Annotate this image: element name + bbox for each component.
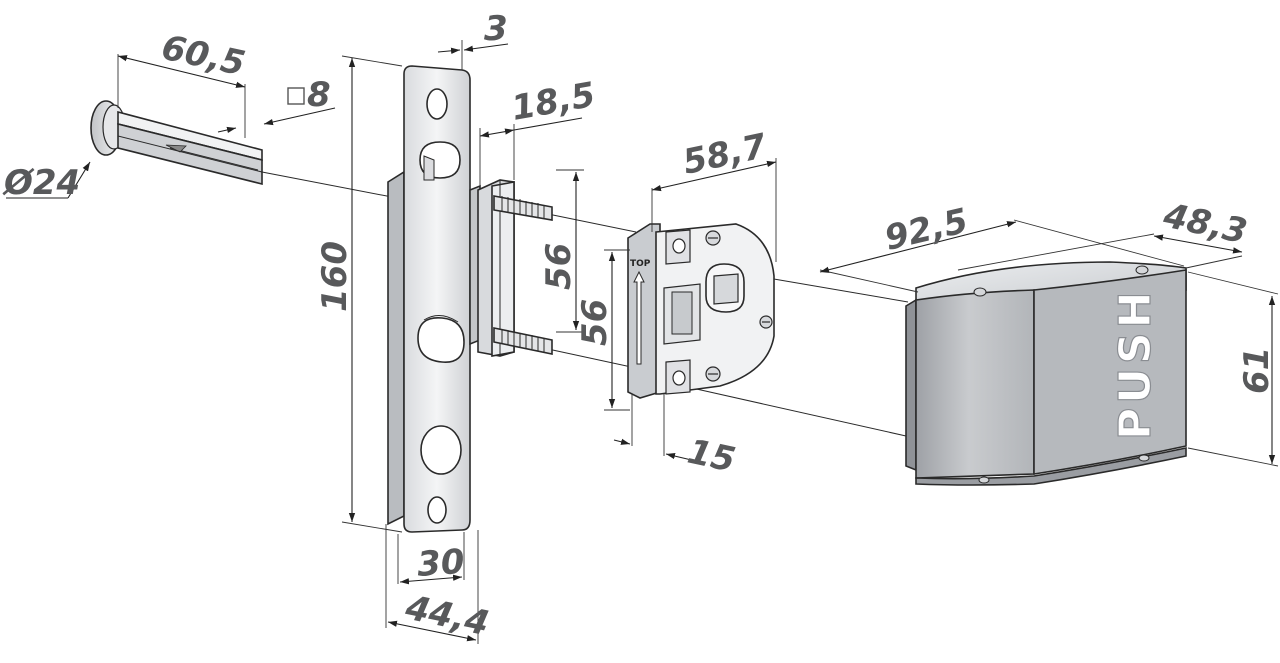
dim-handle-length: 92,5 bbox=[881, 201, 972, 259]
dim-plate-outer-width: 44,4 bbox=[401, 587, 492, 644]
plate-hole-middle bbox=[417, 317, 465, 363]
handle-screw-bottom-right bbox=[1138, 454, 1150, 462]
plate-hole-lower bbox=[420, 425, 462, 475]
dim-bolt-spacing: 56 bbox=[539, 243, 579, 290]
dim-spindle-square: 8 bbox=[307, 75, 331, 115]
threaded-bolt-top bbox=[493, 195, 553, 221]
plate-hole-bottom bbox=[427, 496, 447, 524]
push-label: PUSH bbox=[1110, 288, 1161, 441]
dim-bolt-offset: 18,5 bbox=[509, 75, 599, 129]
handle-screw-top-right bbox=[1135, 265, 1149, 275]
lock-body: TOP bbox=[627, 223, 775, 399]
dim-rose-diameter: Ø24 bbox=[2, 163, 80, 203]
plate-hole-top bbox=[426, 88, 448, 120]
square-symbol-icon bbox=[287, 87, 305, 105]
dim-plate-height: 160 bbox=[315, 241, 355, 312]
dim-lock-width: 58,7 bbox=[680, 126, 771, 183]
assembly-axis-lines bbox=[261, 171, 909, 437]
top-arrow-icon bbox=[633, 270, 645, 365]
dim-lock-depth: 15 bbox=[684, 432, 739, 481]
dim-lock-spacing: 56 bbox=[575, 299, 615, 346]
threaded-bolt-bottom bbox=[493, 327, 553, 355]
handle-screw-top-left bbox=[973, 287, 987, 297]
handle-screw-bottom-left bbox=[978, 476, 990, 484]
dim-handle-depth: 48,3 bbox=[1159, 195, 1250, 252]
dim-handle-height: 61 bbox=[1237, 347, 1277, 394]
spacer-block bbox=[477, 179, 515, 357]
spindle bbox=[90, 100, 263, 186]
dim-spindle-length: 60,5 bbox=[158, 28, 248, 85]
dimension-lines bbox=[6, 40, 1279, 644]
mounting-plate bbox=[387, 65, 481, 533]
dim-plate-thickness: 3 bbox=[484, 9, 508, 49]
top-marking: TOP bbox=[630, 259, 651, 269]
dim-plate-inner-width: 30 bbox=[416, 542, 466, 585]
push-handle: PUSH bbox=[905, 261, 1187, 486]
